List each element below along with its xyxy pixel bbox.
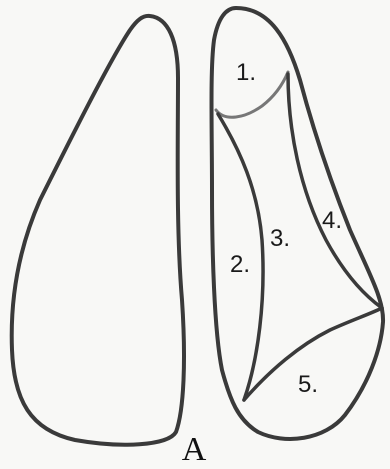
figure-caption: A — [182, 431, 207, 468]
left-outline-shape — [12, 16, 184, 445]
segment-label-3: 3. — [270, 225, 290, 252]
segment-label-1: 1. — [236, 59, 256, 86]
segment-label-2: 2. — [230, 251, 250, 278]
segment-label-5: 5. — [298, 371, 318, 398]
segment-label-4: 4. — [322, 207, 342, 234]
